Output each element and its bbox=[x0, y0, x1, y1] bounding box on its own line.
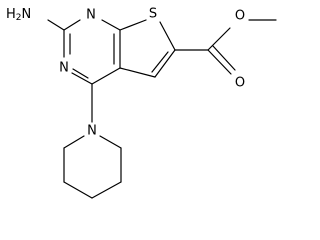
atom-o-carbonyl: O bbox=[235, 76, 245, 91]
bond-carbonyl-c-o-double-2 bbox=[212, 45, 236, 71]
bond-c5-c4a bbox=[119, 67, 156, 78]
bond-c6-c5 bbox=[154, 49, 176, 78]
bond-n-top-c7a bbox=[101, 19, 121, 31]
bond-c4-n-left bbox=[71, 72, 93, 85]
bond-c2-n-top bbox=[63, 19, 81, 31]
bond-c6-c5-double bbox=[151, 51, 169, 73]
atom-labels: H2N N N S N O O bbox=[6, 7, 245, 139]
bond-carbonyl-c-o-double bbox=[207, 49, 232, 75]
bond-carbonyl-c-o-ether bbox=[207, 27, 231, 51]
bonds bbox=[47, 19, 277, 199]
structure-diagram: H2N N N S N O O bbox=[6, 7, 277, 199]
atom-n-top: N bbox=[86, 8, 96, 23]
bond-pip-n-c1 bbox=[63, 135, 85, 149]
atom-n-left: N bbox=[59, 61, 69, 76]
atom-nh2: H2N bbox=[6, 7, 31, 24]
bond-c4-n-left-double bbox=[72, 68, 89, 79]
bond-c2-nh2 bbox=[47, 19, 65, 31]
bond-c7a-s bbox=[119, 19, 147, 31]
atom-o-ether: O bbox=[235, 9, 245, 24]
bond-pip-c5-n bbox=[99, 135, 122, 149]
bond-c4a-c4 bbox=[91, 67, 121, 85]
atom-n-pip: N bbox=[87, 124, 97, 139]
bond-s-c6 bbox=[159, 21, 176, 51]
atom-s: S bbox=[149, 7, 157, 22]
bond-pip-c3-c4 bbox=[91, 181, 122, 199]
bond-pip-c2-c3 bbox=[63, 181, 93, 199]
